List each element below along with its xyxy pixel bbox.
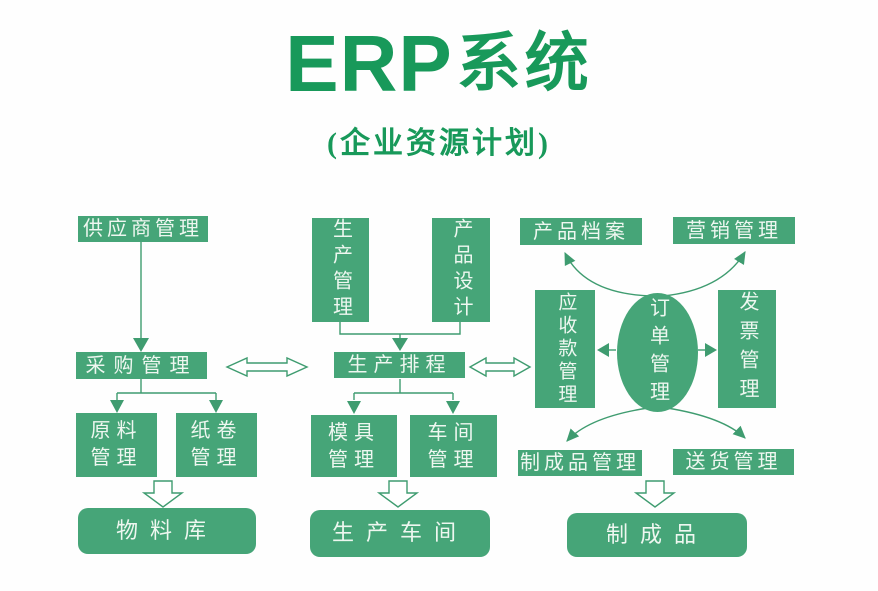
- arrowhead-down-icon: [347, 401, 361, 414]
- bracket-production-design: [339, 322, 461, 338]
- curve-order-delivery: [666, 407, 746, 439]
- node-invoice-management: 发票管理: [718, 290, 776, 408]
- node-raw-material-management: 原料管理: [76, 413, 157, 477]
- page-subtitle: (企业资源计划): [327, 127, 551, 160]
- hollow-down-arrow-icon: [633, 480, 677, 508]
- node-product-design: 产品设计: [432, 218, 490, 322]
- node-mold-management: 模具管理: [311, 415, 397, 477]
- node-material-warehouse: 物料库: [78, 508, 256, 554]
- arrowhead-down-icon: [392, 338, 408, 351]
- curve-order-finished-mgmt: [566, 407, 649, 442]
- node-order-management: 订单管理: [617, 293, 698, 412]
- node-finished-products: 制成品: [567, 513, 747, 557]
- arrowhead-right-icon: [705, 343, 717, 357]
- arrowhead-down-icon: [133, 338, 149, 352]
- arrowhead-down-icon: [446, 401, 460, 414]
- node-paper-roll-management: 纸卷管理: [176, 413, 257, 477]
- arrowhead-down-icon: [209, 400, 223, 413]
- double-arrow-icon: [468, 356, 532, 378]
- hollow-down-arrow-icon: [141, 480, 185, 508]
- node-accounts-receivable-management: 应收款管理: [535, 290, 595, 408]
- node-marketing-management: 营销管理: [673, 217, 795, 244]
- hollow-down-arrow-icon: [376, 480, 420, 508]
- double-arrow-icon: [225, 356, 309, 378]
- node-production-management: 生产管理: [312, 218, 369, 322]
- node-purchasing-management: 采购管理: [76, 352, 207, 379]
- node-production-workshop: 生产车间: [310, 510, 490, 557]
- arrowhead-down-icon: [110, 400, 124, 413]
- bracket-scheduling: [353, 379, 454, 400]
- node-production-scheduling: 生产排程: [334, 352, 465, 378]
- node-finished-product-management: 制成品管理: [518, 450, 642, 476]
- arrowhead-left-icon: [597, 343, 609, 357]
- node-supplier-management: 供应商管理: [78, 216, 208, 242]
- title-latin: ERP: [285, 19, 453, 108]
- node-product-archives: 产品档案: [520, 218, 642, 245]
- title-cn: 系统: [456, 28, 593, 99]
- bracket-purchasing: [116, 379, 217, 400]
- node-workshop-management: 车间管理: [410, 415, 497, 477]
- node-delivery-management: 送货管理: [673, 449, 794, 475]
